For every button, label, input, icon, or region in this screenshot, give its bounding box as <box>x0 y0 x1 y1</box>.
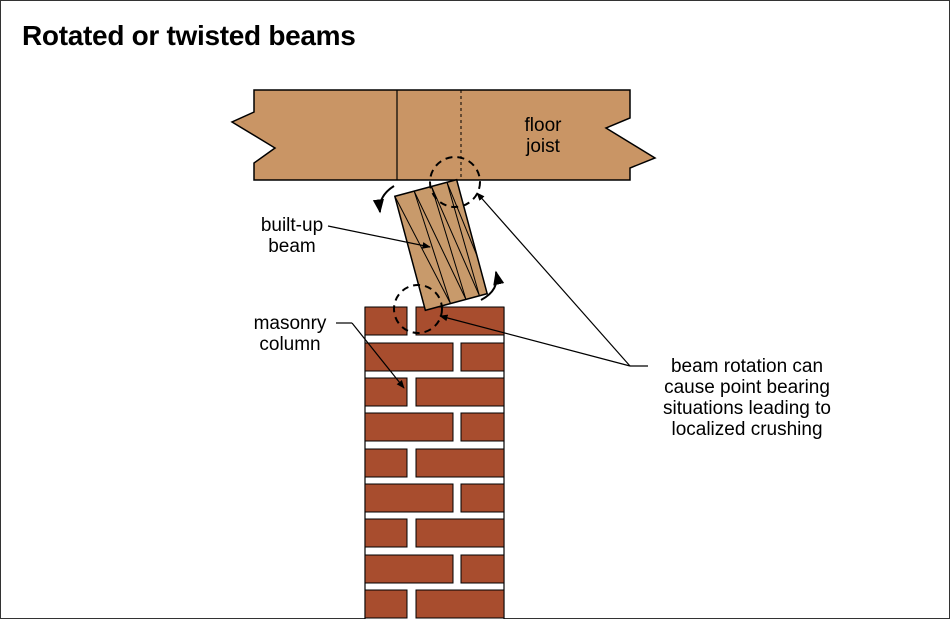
lower-bearing-circle <box>393 284 443 334</box>
beam-leader-line <box>327 225 431 249</box>
brick <box>415 448 505 478</box>
brick <box>460 342 505 372</box>
brick <box>364 589 408 619</box>
upper-bearing-circle <box>429 156 481 208</box>
callout-label: beam rotation can cause point bearing si… <box>663 356 831 440</box>
brick <box>460 412 505 442</box>
brick <box>364 412 454 442</box>
brick <box>415 589 505 619</box>
floor-joist-label: floor joist <box>524 115 562 157</box>
built-up-beam <box>393 178 489 312</box>
brick <box>460 483 505 513</box>
callout-leader-lower <box>439 314 631 367</box>
brick <box>460 554 505 584</box>
brick <box>364 483 454 513</box>
masonry-column <box>364 306 505 619</box>
column-leader-arrow <box>351 322 405 389</box>
brick <box>415 377 505 407</box>
brick <box>364 306 408 336</box>
rotation-arrow-left <box>372 185 395 214</box>
brick <box>364 448 408 478</box>
brick <box>364 518 408 548</box>
brick <box>415 518 505 548</box>
brick <box>364 554 454 584</box>
brick <box>364 377 408 407</box>
rotation-arrow-right <box>480 270 505 301</box>
floor-joist <box>230 89 657 181</box>
built-up-beam-label: built-up beam <box>260 215 324 257</box>
callout-leader-upper <box>476 192 631 367</box>
masonry-column-label: masonry column <box>253 313 327 355</box>
diagram-title: Rotated or twisted beams <box>22 20 356 51</box>
brick <box>364 342 454 372</box>
